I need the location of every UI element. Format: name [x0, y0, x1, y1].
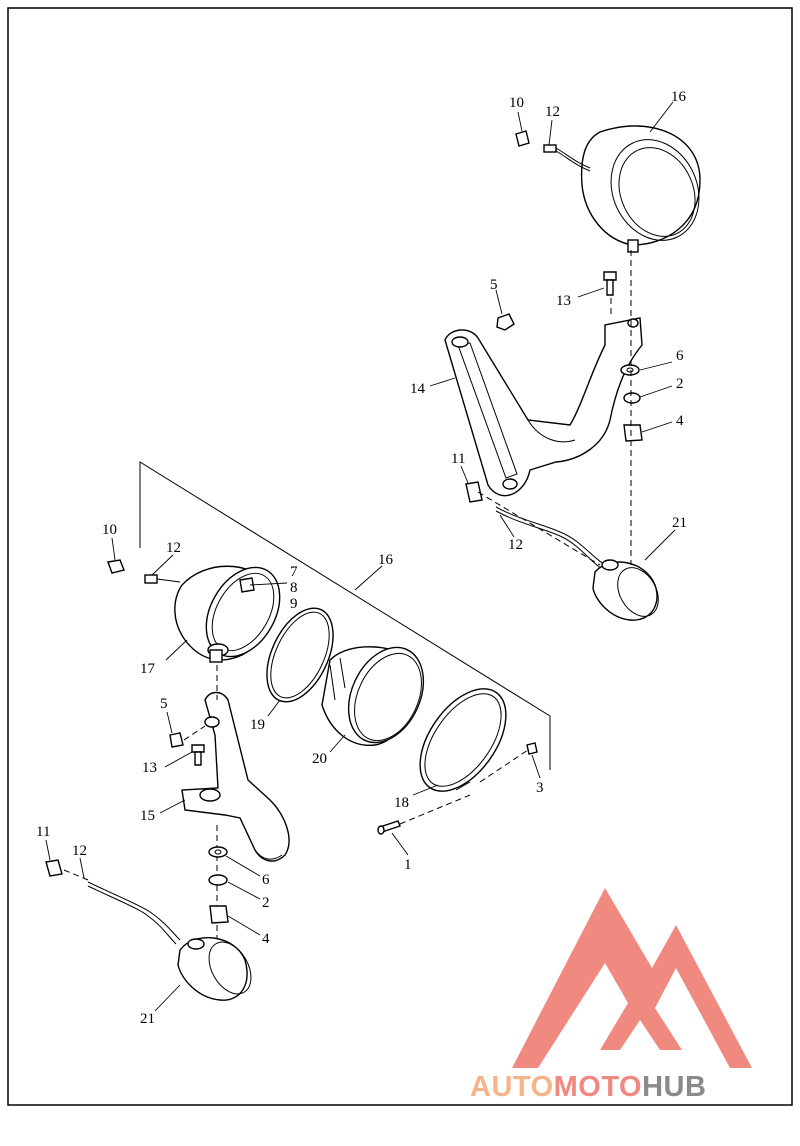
callout-4-lower: 4 — [262, 931, 270, 947]
headlamp-bulb-20 — [321, 646, 425, 746]
lower-washer-6 — [208, 846, 228, 858]
lamp-exploded-bracket — [139, 461, 551, 770]
callout-15: 15 — [140, 808, 155, 824]
callout-12-lower: 12 — [166, 540, 181, 556]
upper-nut-5 — [496, 313, 515, 331]
lower-connector-10 — [107, 559, 125, 574]
callout-18: 18 — [394, 795, 409, 811]
callout-1: 1 — [404, 857, 412, 873]
upper-bolt-13 — [603, 271, 617, 296]
callout-10-upper: 10 — [509, 95, 524, 111]
callout-2-lower: 2 — [262, 895, 270, 911]
automotohub-watermark: AUTOMOTOHUB — [470, 888, 752, 1103]
callout-4-upper: 4 — [676, 413, 684, 429]
upper-assembly — [444, 125, 701, 621]
lower-washer-2 — [208, 874, 228, 886]
trim-nut-3 — [526, 742, 538, 755]
callout-12-lower-2: 12 — [72, 843, 87, 859]
callout-17: 17 — [140, 661, 156, 677]
callout-13-upper: 13 — [556, 293, 571, 309]
upper-wire-12b — [495, 506, 606, 570]
upper-connector-10 — [515, 130, 530, 147]
lower-bracket-15 — [181, 691, 290, 862]
upper-washer-6 — [620, 364, 640, 376]
lower-wire-12 — [144, 574, 181, 584]
callout-labels: 10 12 16 5 13 6 2 4 14 11 12 21 10 12 7 … — [36, 89, 687, 1027]
callout-21-lower: 21 — [140, 1011, 155, 1027]
callout-5-upper: 5 — [490, 277, 498, 293]
callout-6-upper: 6 — [676, 348, 684, 364]
diagram-frame — [7, 7, 793, 1106]
callout-9: 9 — [290, 596, 298, 612]
leader-lines — [45, 101, 676, 1012]
upper-washer-2 — [623, 392, 641, 404]
trim-ring-18 — [419, 688, 507, 792]
lower-turn-signal-21 — [177, 936, 252, 1001]
callout-3: 3 — [536, 780, 544, 796]
upper-bracket-14 — [444, 317, 643, 497]
callout-12-upper-2: 12 — [508, 537, 523, 553]
callout-16-lower: 16 — [378, 552, 394, 568]
trim-screw-1 — [377, 820, 401, 835]
brand-auto: AUTO — [470, 1071, 554, 1103]
callout-13-lower: 13 — [142, 760, 157, 776]
callout-2-upper: 2 — [676, 376, 684, 392]
lower-connector-11 — [45, 859, 63, 877]
upper-lamp-housing — [580, 125, 701, 253]
callout-10-lower: 10 — [102, 522, 117, 538]
callout-20: 20 — [312, 751, 327, 767]
automotohub-logo-mark-icon — [512, 888, 752, 1068]
upper-connector-11 — [465, 481, 483, 503]
lower-nut-5 — [169, 732, 184, 748]
upper-nut-4 — [623, 424, 643, 442]
callout-6-lower: 6 — [262, 872, 270, 888]
upper-wire-12 — [543, 144, 591, 172]
brand-moto: MOTO — [554, 1071, 642, 1103]
lower-bolt-13 — [191, 744, 205, 766]
lower-nut-4 — [209, 905, 229, 924]
callout-21-upper: 21 — [672, 515, 687, 531]
callout-14: 14 — [410, 381, 426, 397]
lower-lamp-housing-17 — [174, 565, 281, 663]
brand-hub: HUB — [642, 1071, 706, 1103]
retaining-ring-19 — [266, 607, 334, 703]
callout-11-lower: 11 — [36, 824, 50, 840]
callout-5-lower: 5 — [160, 696, 168, 712]
callout-7: 7 — [290, 564, 298, 580]
callout-19: 19 — [250, 717, 265, 733]
callout-16-upper: 16 — [671, 89, 687, 105]
svg-text:AUTOMOTOHUB: AUTOMOTOHUB — [470, 1071, 706, 1103]
lower-wire-12b — [63, 869, 181, 945]
callout-8: 8 — [290, 580, 298, 596]
callout-12-upper: 12 — [545, 104, 560, 120]
upper-turn-signal-21 — [592, 559, 659, 621]
lower-assembly — [45, 461, 551, 1001]
callout-11-upper: 11 — [451, 451, 465, 467]
